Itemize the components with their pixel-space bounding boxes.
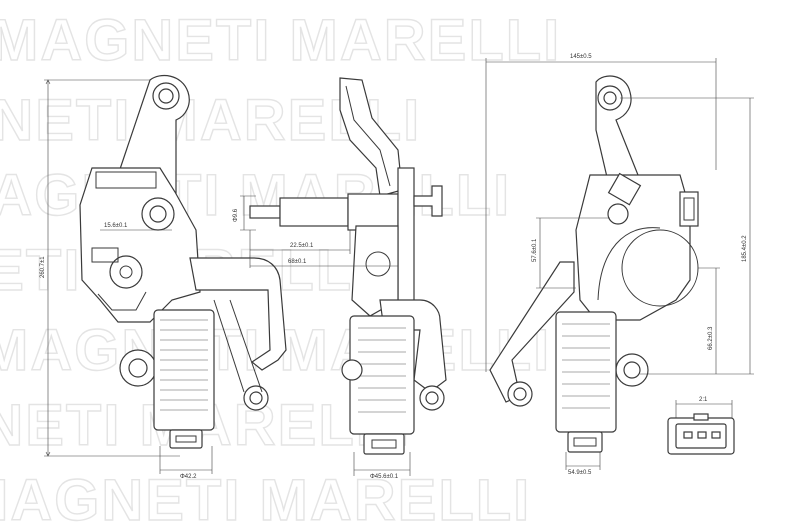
dim-overall-width: 145±0.5 [570, 54, 592, 60]
front-view-dimensions: 260.7±1 15.6±0.1 Φ42.2 [40, 79, 213, 480]
dim-small-height: 57.6±0.1 [532, 238, 538, 262]
dim-shaft-diameter: Φ9.6 [233, 208, 239, 222]
dim-length-2: 68±0.1 [288, 259, 307, 265]
watermark-row: MAGNETI MARELLI [0, 8, 561, 73]
dim-overall-height: 260.7±1 [40, 256, 46, 278]
dim-connector-pitch: 2:1 [699, 397, 708, 403]
dim-side-motor-diameter: Φ45.6±0.1 [370, 474, 399, 480]
front-view [79, 74, 287, 449]
watermark-row: MAGNETI MARELLI [0, 468, 531, 532]
side-view-dimensions: Φ9.6 22.5±0.1 68±0.1 Φ45.6±0.1 [233, 195, 411, 480]
dim-right-bottom: 54.9±0.5 [568, 470, 592, 476]
dim-right-mid: 66.2±0.3 [708, 326, 714, 350]
dim-right-height: 185.4±0.2 [742, 235, 748, 262]
rear-view [489, 75, 699, 453]
connector-detail: 2:1 [667, 397, 735, 455]
dim-hub-offset: 15.6±0.1 [104, 223, 128, 229]
dim-length-1: 22.5±0.1 [290, 243, 314, 249]
side-view [249, 77, 447, 455]
rear-view-dimensions: 145±0.5 57.6±0.1 185.4±0.2 66.2±0.3 54.9… [485, 54, 754, 476]
dim-motor-diameter: Φ42.2 [180, 474, 197, 480]
